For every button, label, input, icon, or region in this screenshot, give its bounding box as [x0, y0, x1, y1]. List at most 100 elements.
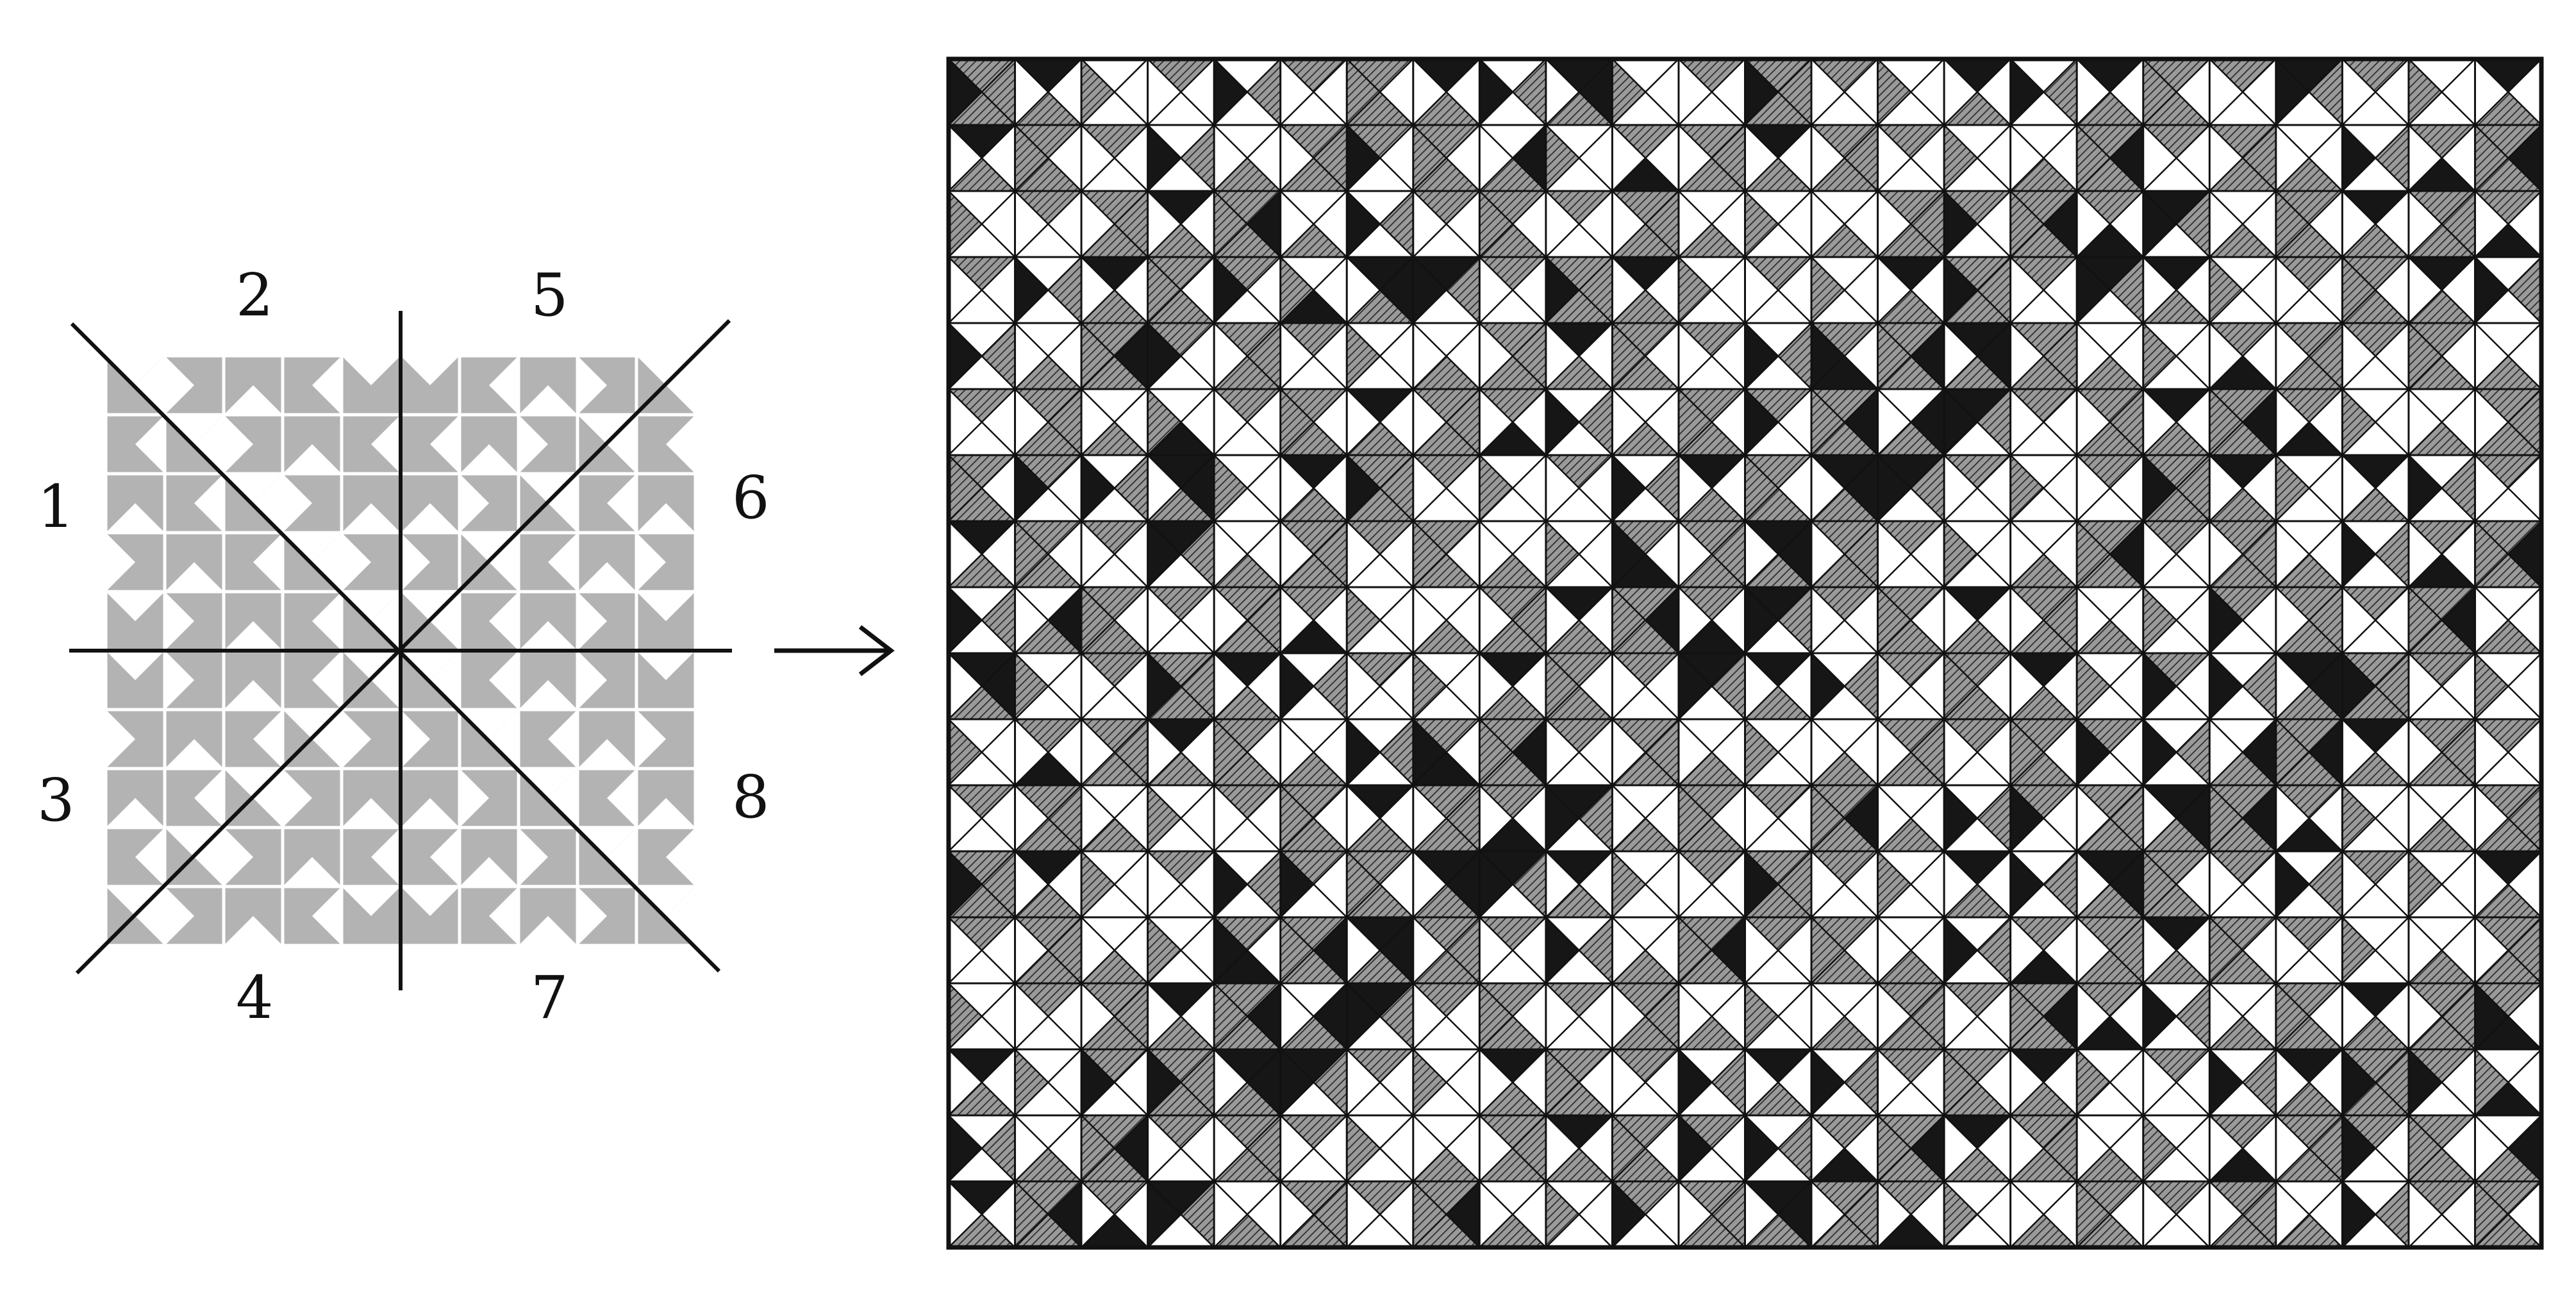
tiling-diagonal	[2209, 521, 2277, 588]
tiling-grid	[947, 58, 2543, 1249]
tiling-diagonal	[2009, 322, 2078, 390]
tiling-diagonal	[1744, 917, 1812, 984]
tiling-diagonal	[1081, 521, 1149, 588]
tiling-diagonal	[1744, 190, 1812, 258]
template-white-triangle	[666, 887, 695, 945]
tiling-diagonal	[1943, 58, 2011, 126]
tiling-diagonal	[1479, 190, 1547, 258]
tiling-diagonal	[2474, 521, 2542, 588]
tiling-diagonal	[1943, 190, 2011, 258]
tiling-diagonal	[948, 587, 1016, 654]
tiling-diagonal	[1346, 983, 1414, 1050]
template-white-triangle	[312, 592, 342, 651]
template-white-triangle	[489, 592, 519, 651]
tiling-diagonal	[1213, 521, 1281, 588]
tiling-diagonal	[2474, 917, 2542, 984]
tiling-diagonal	[2408, 521, 2476, 588]
tiling-diagonal	[2341, 587, 2409, 654]
tiling-diagonal	[2474, 587, 2542, 654]
tiling-diagonal	[1279, 388, 1348, 456]
template-white-triangle	[607, 474, 636, 533]
tiling-diagonal	[1346, 256, 1414, 324]
tiling-diagonal	[1943, 653, 2011, 720]
tiling-pattern	[946, 56, 2544, 1250]
tiling-diagonal	[2209, 917, 2277, 984]
template-white-triangle	[519, 828, 548, 887]
template-white-triangle	[460, 710, 519, 739]
tiling-diagonal	[1611, 388, 1679, 456]
template-white-triangle	[371, 828, 401, 887]
template-white-triangle	[135, 887, 165, 945]
tiling-diagonal	[1279, 190, 1348, 258]
tiling-diagonal	[1545, 1115, 1613, 1182]
tiling-diagonal	[1744, 124, 1812, 192]
tiling-diagonal	[1545, 388, 1613, 456]
tiling-diagonal	[1279, 322, 1348, 390]
template-white-triangle	[401, 533, 430, 592]
tiling-diagonal	[2009, 983, 2078, 1050]
template-white-triangle	[607, 769, 636, 828]
tiling-diagonal	[1147, 124, 1215, 192]
tiling-diagonal	[1279, 1181, 1348, 1248]
tiling-diagonal	[1811, 851, 1879, 918]
tiling-diagonal	[1081, 653, 1149, 720]
template-white-triangle	[224, 385, 283, 415]
template-white-triangle	[165, 739, 224, 769]
tiling-diagonal	[1346, 1115, 1414, 1182]
template-white-triangle	[224, 621, 283, 651]
tiling-diagonal	[2408, 454, 2476, 522]
tiling-diagonal	[2275, 983, 2343, 1050]
tiling-diagonal	[2076, 983, 2144, 1050]
tiling-diagonal	[1479, 454, 1547, 522]
template-white-triangle	[636, 887, 695, 916]
template-white-triangle	[578, 415, 636, 444]
tiling-diagonal	[2474, 1115, 2542, 1182]
tiling-diagonal	[1678, 454, 1746, 522]
tiling-diagonal	[1744, 454, 1812, 522]
tiling-diagonal	[2341, 124, 2409, 192]
tiling-diagonal	[2474, 124, 2542, 192]
tiling-diagonal	[1943, 587, 2011, 654]
tiling-diagonal	[2275, 58, 2343, 126]
tiling-diagonal	[1545, 653, 1613, 720]
tiling-diagonal	[1014, 917, 1082, 984]
tiling-diagonal	[1744, 983, 1812, 1050]
template-white-triangle	[666, 415, 695, 474]
tiling-diagonal	[1811, 1049, 1879, 1116]
tiling-diagonal	[2076, 256, 2144, 324]
template-white-triangle	[519, 680, 578, 710]
tiling-diagonal	[1545, 322, 1613, 390]
tiling-diagonal	[1014, 256, 1082, 324]
tiling-diagonal	[2408, 1181, 2476, 1248]
template-white-triangle	[401, 710, 430, 769]
tiling-diagonal	[2009, 58, 2078, 126]
tiling-diagonal	[1678, 190, 1746, 258]
tiling-diagonal	[2009, 388, 2078, 456]
tiling-diagonal	[1213, 587, 1281, 654]
template-white-triangle	[460, 533, 519, 562]
template-white-triangle	[666, 356, 695, 415]
tiling-diagonal	[1081, 917, 1149, 984]
tiling-diagonal	[2076, 851, 2144, 918]
tiling-diagonal	[948, 719, 1016, 786]
tiling-diagonal	[2474, 719, 2542, 786]
tiling-diagonal	[1412, 785, 1481, 852]
template-white-triangle	[401, 887, 460, 916]
tiling-diagonal	[1744, 587, 1812, 654]
tiling-diagonal	[2474, 454, 2542, 522]
template-white-triangle	[519, 385, 578, 415]
tiling-diagonal	[1943, 917, 2011, 984]
tiling-diagonal	[2341, 256, 2409, 324]
tiling-diagonal	[1877, 917, 1945, 984]
tiling-diagonal	[2341, 58, 2409, 126]
tiling-diagonal	[1678, 1115, 1746, 1182]
template-white-triangle	[519, 621, 578, 651]
tiling-diagonal	[1081, 322, 1149, 390]
tiling-diagonal	[1014, 983, 1082, 1050]
template-white-triangle	[460, 769, 489, 828]
tiling-diagonal	[1081, 388, 1149, 456]
tiling-diagonal	[2142, 58, 2211, 126]
tiling-diagonal	[2275, 851, 2343, 918]
tiling-diagonal	[1279, 785, 1348, 852]
